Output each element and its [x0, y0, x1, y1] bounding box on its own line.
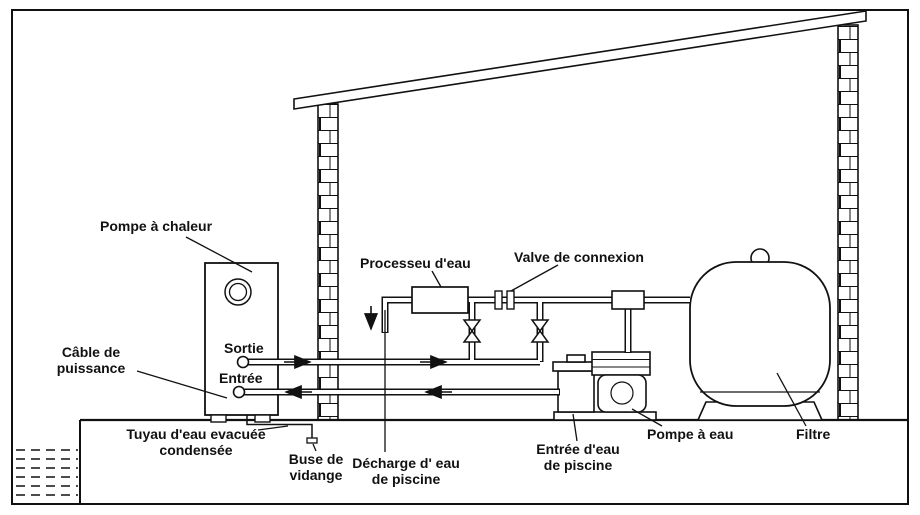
label-inlet: Entrée [219, 370, 263, 386]
label-filter: Filtre [796, 426, 831, 442]
label-heat-pump: Pompe à chaleur [100, 218, 213, 234]
flow-arrows [284, 306, 452, 400]
valve-2-top [530, 319, 550, 333]
leader-pool-inlet [572, 413, 578, 442]
connection-valve-flange-right [506, 290, 515, 310]
label-condensate-pipe: Tuyau d'eau evacuée condensée [126, 426, 266, 458]
label-connection-valve: Valve de connexion [514, 249, 644, 265]
label-water-processor: Processeu d'eau [360, 255, 471, 271]
heat-pump-foot-right [254, 414, 271, 423]
label-pool-discharge: Décharge d' eau de piscine [352, 455, 460, 487]
fan-circle-inner [228, 282, 248, 302]
brick-column-left [317, 103, 339, 421]
leader-drain-nozzle [312, 443, 317, 452]
strainer-knob [566, 354, 586, 363]
leader-water-pump [631, 408, 663, 427]
valve-1-bottom [462, 329, 482, 343]
label-water-pump: Pompe à eau [647, 426, 734, 442]
label-drain-nozzle: Buse de vidange [288, 451, 344, 483]
condensate-drain [246, 415, 318, 444]
pump-motor [591, 351, 651, 376]
leader-lines [136, 236, 807, 452]
filter-unit [689, 248, 831, 421]
leader-power-cable [136, 370, 228, 399]
pump-motor-fins [592, 359, 650, 368]
water-surface [16, 449, 78, 496]
valve-2-bottom [530, 329, 550, 343]
water-pump-unit [552, 351, 657, 421]
label-pool-inlet: Entrée d'eau de piscine [536, 441, 620, 473]
inlet-port [232, 385, 246, 399]
label-outlet: Sortie [224, 340, 264, 356]
leader-heat-pump [185, 236, 253, 273]
valve-1-top [462, 319, 482, 333]
pump-volute-eye [610, 381, 634, 405]
heat-pump-foot-left [210, 414, 227, 423]
fittings [232, 286, 645, 399]
label-power-cable: Câble de puissance [56, 344, 126, 376]
pump-coupling [611, 290, 645, 310]
leader-water-processor [431, 270, 442, 288]
filter-tank [689, 261, 831, 407]
strainer-pot [557, 370, 595, 413]
condensate-drain-pipe [246, 415, 313, 438]
water-processor-box [411, 286, 469, 314]
brick-column-right [837, 24, 859, 421]
outlet-port [236, 355, 250, 369]
leader-filter [776, 372, 807, 427]
leader-condensate [257, 425, 289, 431]
connection-valve-flange-left [494, 290, 503, 310]
drain-nozzle-tip [306, 437, 318, 444]
roof [293, 10, 867, 110]
leader-connection-valve [510, 264, 559, 292]
